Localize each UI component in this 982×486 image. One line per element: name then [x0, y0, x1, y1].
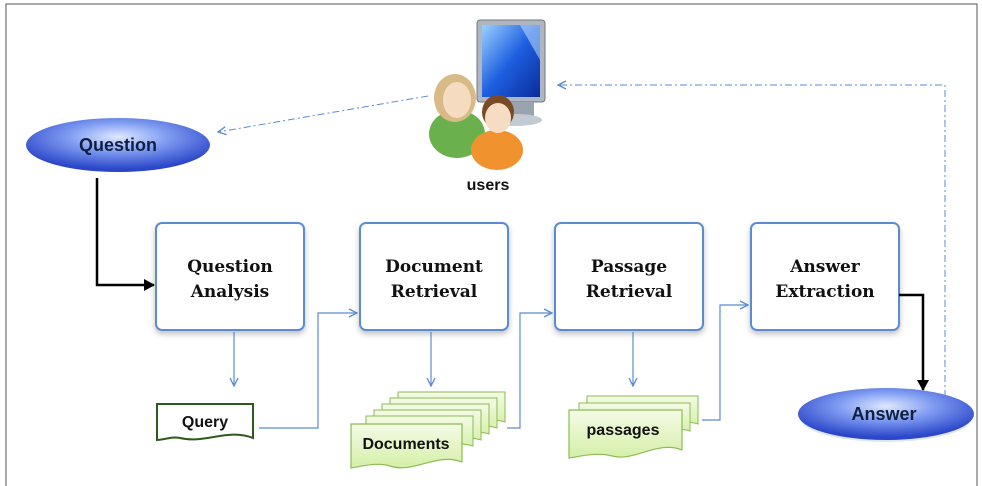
process-label-line2: Retrieval [391, 282, 478, 302]
diagram-frame [5, 3, 978, 486]
documents-label: Documents [362, 436, 449, 453]
users-label: users [467, 177, 510, 194]
query-artifact: Query [156, 403, 254, 442]
process-passage-retrieval: Passage Retrieval [554, 222, 704, 331]
process-document-retrieval: Document Retrieval [359, 222, 509, 331]
process-label-line2: Analysis [190, 282, 270, 302]
question-label: Question [79, 135, 157, 155]
answer-feedback-connector [558, 85, 946, 412]
process-label-line1: Answer [789, 257, 861, 277]
process-label-line1: Passage [591, 257, 667, 277]
extraction-to-answer-arrow [899, 293, 929, 391]
process-answer-extraction: Answer Extraction [750, 222, 900, 331]
process-label-line2: Retrieval [586, 282, 673, 302]
passages-artifact: passages [568, 395, 699, 459]
passages-to-extraction-connector [702, 305, 748, 421]
process-label-line1: Document [385, 257, 483, 277]
users-to-question-connector [218, 95, 429, 132]
passages-label: passages [587, 422, 660, 439]
documents-to-passretrieval-connector [507, 313, 552, 429]
answer-label: Answer [851, 404, 916, 424]
process-label-line2: Extraction [775, 282, 874, 302]
documents-artifact: Documents [350, 391, 506, 469]
question-to-analysis-arrow [95, 178, 155, 291]
process-question-analysis: Question Analysis [155, 222, 305, 331]
users-computer-icon [429, 19, 546, 170]
query-to-docretrieval-connector [259, 313, 357, 429]
query-label: Query [182, 414, 228, 431]
question-node: Question [26, 118, 210, 172]
answer-node: Answer [798, 388, 974, 442]
process-label-line1: Question [187, 257, 273, 277]
